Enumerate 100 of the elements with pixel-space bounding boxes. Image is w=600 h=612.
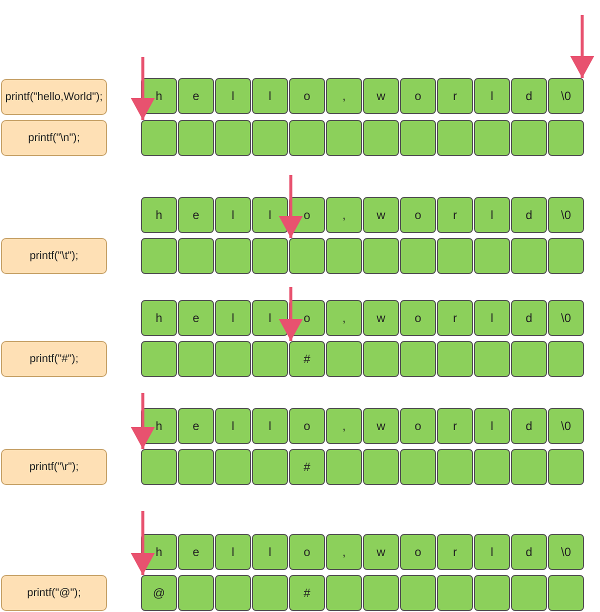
cursor-arrow: [278, 287, 303, 341]
memory-cell: l: [252, 78, 288, 114]
memory-cell: l: [215, 534, 251, 570]
memory-cell: [289, 120, 325, 156]
memory-cell: l: [215, 408, 251, 444]
code-statement-box: printf("\t");: [1, 238, 107, 274]
memory-cell: l: [252, 534, 288, 570]
memory-cell: [363, 120, 399, 156]
memory-cell: l: [474, 197, 510, 233]
memory-cell: l: [474, 534, 510, 570]
memory-cell: r: [437, 78, 473, 114]
memory-cell: r: [437, 197, 473, 233]
memory-cell: [511, 575, 547, 611]
cursor-arrow: [130, 511, 155, 575]
memory-cell: h: [141, 197, 177, 233]
cursor-arrow: [278, 175, 303, 238]
memory-cell: l: [474, 78, 510, 114]
memory-cell: [474, 238, 510, 274]
memory-cell: [511, 120, 547, 156]
memory-cell: [326, 238, 362, 274]
memory-cell: o: [289, 534, 325, 570]
cursor-arrow: [130, 57, 155, 120]
memory-cell: o: [400, 534, 436, 570]
memory-cell: [474, 449, 510, 485]
memory-cell: #: [289, 449, 325, 485]
memory-cell: [437, 238, 473, 274]
memory-cell: [141, 449, 177, 485]
memory-cell: [511, 449, 547, 485]
memory-cell: l: [215, 197, 251, 233]
memory-cell: o: [400, 78, 436, 114]
memory-cell: \0: [548, 197, 584, 233]
memory-cell: [326, 120, 362, 156]
code-statement-box: printf("#");: [1, 341, 107, 377]
memory-cell: [252, 120, 288, 156]
memory-cell: [400, 341, 436, 377]
memory-cell: e: [178, 78, 214, 114]
memory-cell: o: [289, 408, 325, 444]
memory-cell: \0: [548, 300, 584, 336]
memory-cell: e: [178, 197, 214, 233]
memory-cell: [215, 238, 251, 274]
memory-cell: o: [400, 197, 436, 233]
memory-cell: [400, 238, 436, 274]
memory-cell: [326, 575, 362, 611]
memory-cell: [548, 341, 584, 377]
code-statement-box: printf("\n");: [1, 120, 107, 156]
memory-cell: [548, 449, 584, 485]
memory-cell: l: [215, 300, 251, 336]
memory-cell: [548, 575, 584, 611]
memory-cell: l: [474, 408, 510, 444]
memory-cell: l: [252, 408, 288, 444]
memory-cell: o: [400, 300, 436, 336]
memory-cell: w: [363, 408, 399, 444]
memory-cell: r: [437, 408, 473, 444]
memory-cell: [252, 238, 288, 274]
memory-cell: h: [141, 300, 177, 336]
memory-cell: [437, 449, 473, 485]
memory-cell: [474, 575, 510, 611]
memory-cell: [511, 341, 547, 377]
memory-cell: r: [437, 300, 473, 336]
memory-cell: w: [363, 197, 399, 233]
code-statement-box: printf("\r");: [1, 449, 107, 485]
memory-cell: [178, 120, 214, 156]
memory-cell: o: [289, 78, 325, 114]
memory-cell: ,: [326, 78, 362, 114]
memory-cell: [326, 341, 362, 377]
code-statement-box: printf("hello,World");: [1, 79, 107, 115]
memory-cell: w: [363, 300, 399, 336]
memory-cell: ,: [326, 534, 362, 570]
memory-cell: [326, 449, 362, 485]
memory-cell: w: [363, 534, 399, 570]
memory-cell: [548, 238, 584, 274]
memory-cell: e: [178, 534, 214, 570]
memory-cell: \0: [548, 534, 584, 570]
memory-cell: [215, 449, 251, 485]
memory-cell: \0: [548, 78, 584, 114]
memory-cell: #: [289, 575, 325, 611]
memory-cell: d: [511, 300, 547, 336]
memory-cell: [437, 341, 473, 377]
memory-cell: l: [252, 197, 288, 233]
cursor-arrow: [570, 15, 594, 78]
memory-cell: @: [141, 575, 177, 611]
memory-cell: [289, 238, 325, 274]
memory-cell: [215, 341, 251, 377]
memory-cell: [437, 575, 473, 611]
memory-cell: [141, 120, 177, 156]
memory-cell: l: [215, 78, 251, 114]
memory-cell: [437, 120, 473, 156]
memory-cell: [178, 341, 214, 377]
memory-cell: \0: [548, 408, 584, 444]
memory-cell: [474, 341, 510, 377]
memory-cell: e: [178, 300, 214, 336]
memory-cell: [474, 120, 510, 156]
memory-cell: #: [289, 341, 325, 377]
memory-cell: d: [511, 197, 547, 233]
memory-cell: [363, 449, 399, 485]
memory-cell: w: [363, 78, 399, 114]
memory-cell: [178, 238, 214, 274]
memory-cell: [178, 449, 214, 485]
memory-cell: [363, 575, 399, 611]
cursor-arrow: [130, 393, 155, 449]
